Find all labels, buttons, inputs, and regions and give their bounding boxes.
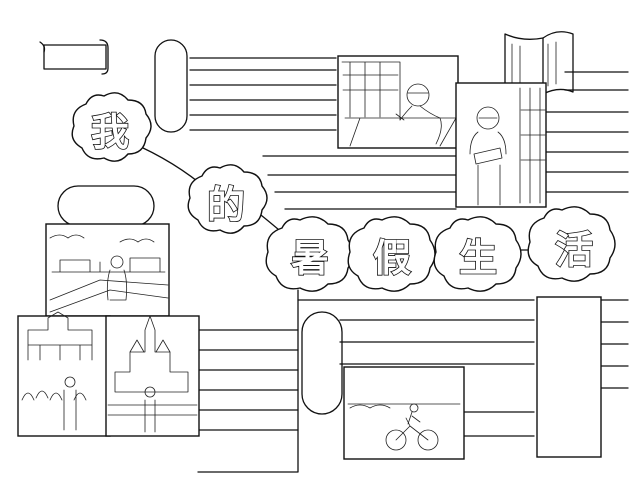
writing-line [189,57,337,71]
photo-boy-reading [455,82,547,208]
title-badges: 我 的 暑 假 生 活 [71,92,616,292]
title-char: 的 [207,183,245,227]
title-char: 活 [555,228,593,272]
title-badge: 假 [347,216,436,292]
blank-frame [536,296,602,458]
writing-line [461,411,535,437]
title-badge: 我 [71,92,152,162]
title-char: 生 [459,236,497,280]
photo-church-ruins [17,311,111,437]
title-badge: 暑 [265,216,354,292]
title-char: 我 [91,110,129,154]
vertical-label-bar [301,311,343,415]
title-char: 假 [373,236,411,280]
scroll-banner [39,39,109,75]
writing-line [297,299,535,365]
title-badge: 生 [433,216,522,292]
photo-castle [105,315,200,437]
writing-line [539,71,629,193]
writing-line [197,329,299,431]
title-char: 暑 [291,236,329,280]
title-badge: 的 [187,164,268,234]
vertical-label-bar [154,39,188,133]
photo-cyclist [343,366,465,460]
page-divider [197,289,299,473]
writing-line [262,155,457,210]
photo-boy-studying [337,55,459,149]
photo-boy-lookout [45,223,170,317]
horizontal-label-bar [57,185,155,227]
writing-line [189,84,337,131]
title-badge: 活 [527,206,616,282]
